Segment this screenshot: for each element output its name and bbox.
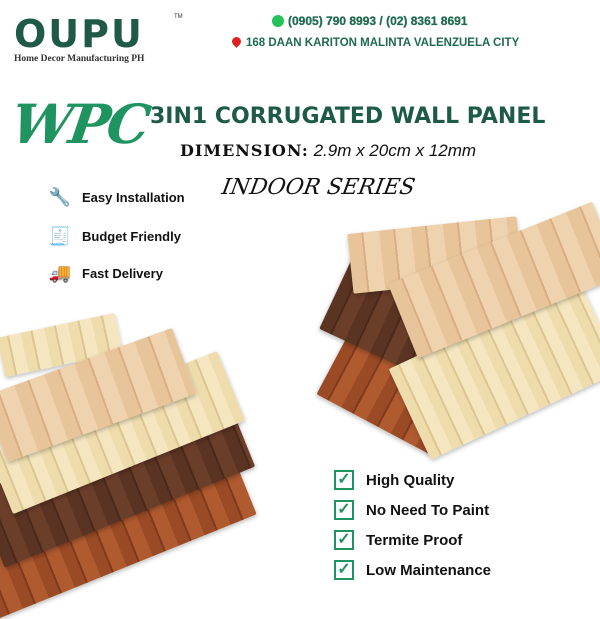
dimension: DIMENSION: 2.9m x 20cm x 12mm: [180, 141, 476, 161]
quality-label: Termite Proof: [366, 531, 463, 549]
logo-text: OUPU: [14, 12, 144, 56]
quality-label: High Quality: [366, 471, 455, 489]
brand-logo: OUPU TM Home Decor Manufacturing PH: [14, 12, 183, 64]
checkbox-icon: ✓: [334, 470, 354, 490]
checkbox-icon: ✓: [334, 560, 354, 580]
quality-label: Low Maintenance: [366, 561, 492, 579]
truck-icon: 🚚: [48, 263, 72, 283]
quality-item: ✓ No Need To Paint: [334, 500, 489, 520]
feature-label: Easy Installation: [82, 189, 185, 205]
series-label: INDOOR SERIES: [219, 175, 417, 200]
quality-label: No Need To Paint: [366, 501, 490, 519]
location-pin-icon: [230, 35, 243, 48]
quality-item: ✓ High Quality: [334, 470, 454, 490]
phone-numbers: (0905) 790 8993 / (02) 8361 8691: [288, 14, 468, 28]
dimension-value: 2.9m x 20cm x 12mm: [313, 141, 477, 160]
feature-label: Budget Friendly: [82, 228, 181, 244]
quality-item: ✓ Low Maintenance: [334, 560, 491, 580]
feature-item: 🚚 Fast Delivery: [46, 262, 163, 284]
feature-item: 🧾 Budget Friendly: [46, 225, 181, 247]
wpc-logo-text: WPC: [7, 92, 152, 156]
tools-icon: 🔧: [48, 187, 72, 207]
checkbox-icon: ✓: [334, 500, 354, 520]
phone-line: (0905) 790 8993 / (02) 8361 8691: [272, 14, 468, 28]
address-line: 168 DAAN KARITON MALINTA VALENZUELA CITY: [230, 35, 520, 49]
budget-icon: 🧾: [48, 226, 72, 246]
checkbox-icon: ✓: [334, 530, 354, 550]
quality-item: ✓ Termite Proof: [334, 530, 462, 550]
product-title: 3IN1 CORRUGATED WALL PANEL: [150, 104, 546, 129]
address: 168 DAAN KARITON MALINTA VALENZUELA CITY: [246, 37, 520, 49]
feature-label: Fast Delivery: [82, 265, 163, 281]
trademark: TM: [174, 14, 183, 20]
dimension-label: DIMENSION:: [180, 141, 309, 160]
whatsapp-icon: [272, 15, 284, 27]
brand-tagline: Home Decor Manufacturing PH: [14, 54, 145, 64]
feature-item: 🔧 Easy Installation: [46, 186, 185, 208]
